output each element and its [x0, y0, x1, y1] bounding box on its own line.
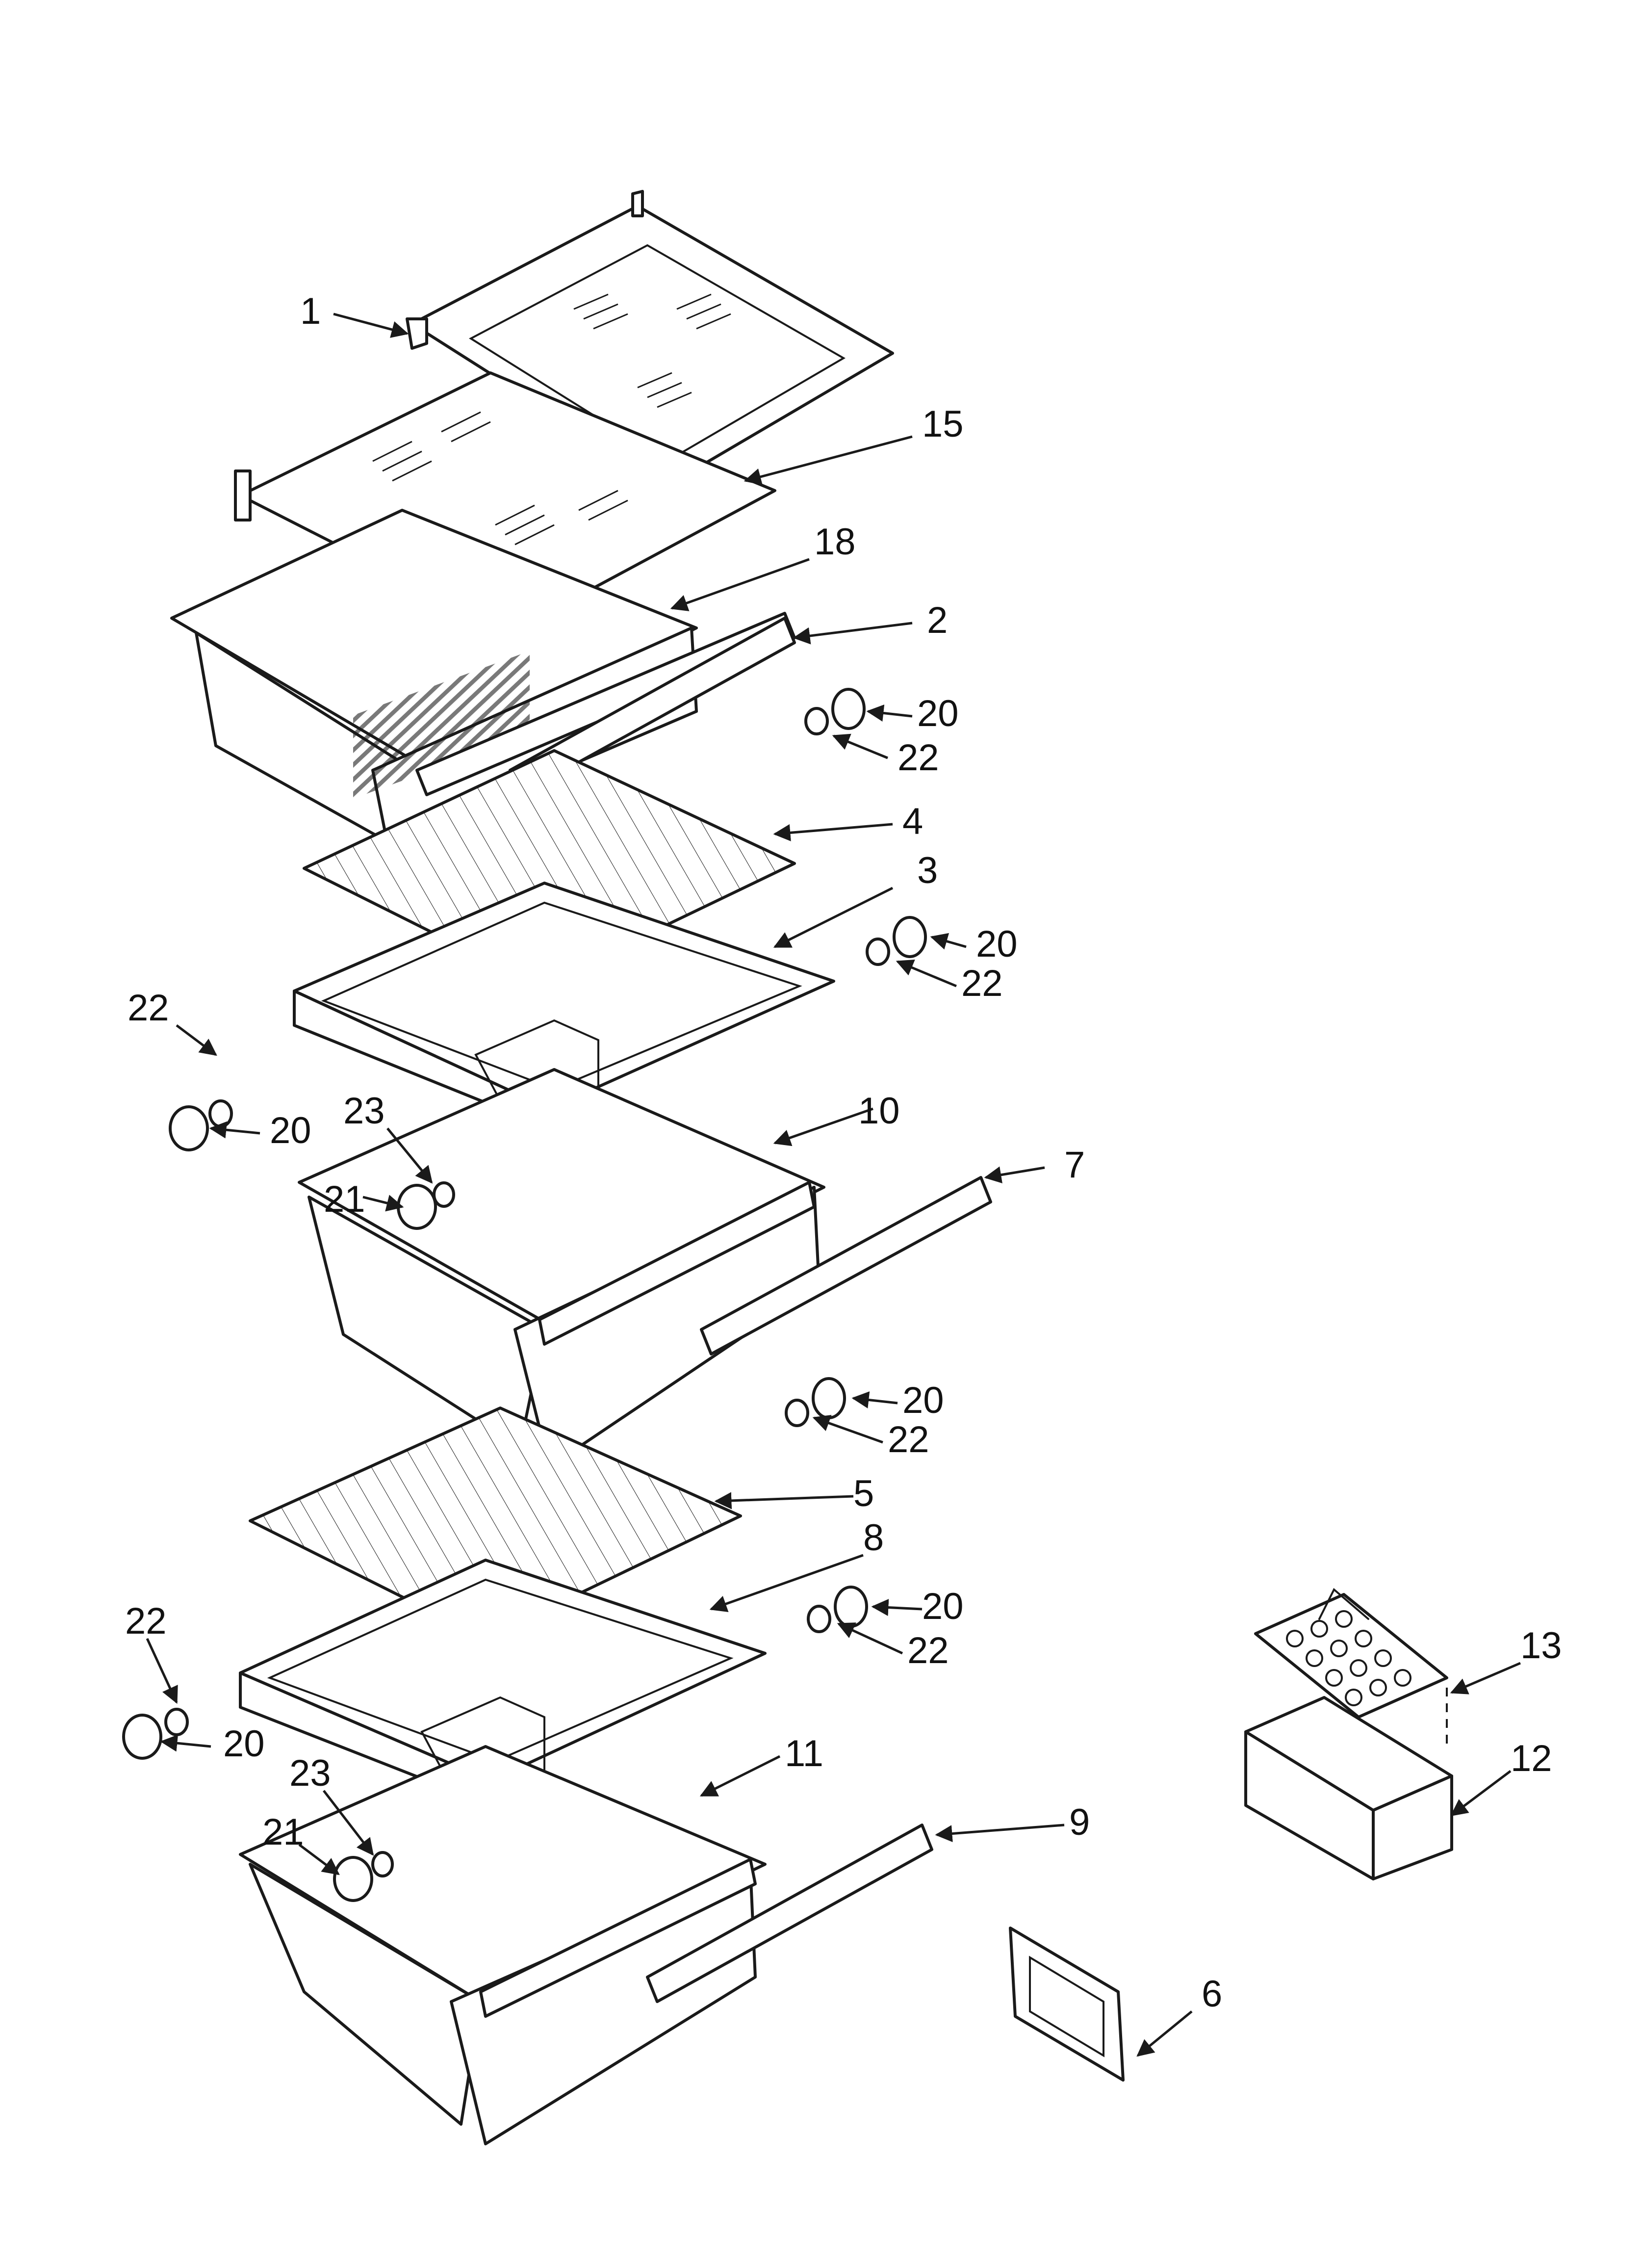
- callout-10: 10: [858, 1090, 900, 1132]
- drawer-handle-part-9: [646, 1824, 933, 2003]
- callout-7: 7: [1064, 1144, 1085, 1186]
- callout-11: 11: [785, 1733, 823, 1774]
- egg-cups: [1286, 1610, 1411, 1706]
- drawer-handle-part-7: [700, 1176, 992, 1356]
- callout-22: 22: [128, 987, 169, 1029]
- roller-lower-right-a: [785, 1377, 846, 1427]
- callout-1: 1: [300, 290, 321, 332]
- callout-6: 6: [1202, 1973, 1222, 2015]
- callout-5: 5: [853, 1473, 874, 1514]
- callout-20: 20: [902, 1380, 944, 1421]
- roller-mid-right-a: [866, 916, 927, 966]
- callout-22: 22: [125, 1600, 167, 1642]
- callout-20: 20: [223, 1723, 265, 1765]
- bottom-drawer-part-11: [239, 1745, 767, 2145]
- roller-lower-left-a: [122, 1708, 189, 1760]
- callout-22: 22: [961, 963, 1003, 1004]
- callout-13: 13: [1520, 1625, 1562, 1667]
- callout-21: 21: [324, 1178, 365, 1220]
- callout-9: 9: [1069, 1801, 1090, 1843]
- callout-22: 22: [898, 737, 939, 779]
- callout-3: 3: [917, 850, 938, 891]
- callout-23: 23: [289, 1752, 331, 1794]
- egg-bin-part-12: [1244, 1688, 1453, 1880]
- callout-4: 4: [902, 801, 923, 842]
- callout-21: 21: [262, 1811, 304, 1853]
- crisper-drawer-upper-part-18: [170, 509, 796, 845]
- crisper-drawer-lower-part-10: [298, 1068, 825, 1468]
- callout-22: 22: [907, 1630, 949, 1671]
- bracket-part-6: [1009, 1927, 1125, 2082]
- roller-mid-left-b: [397, 1181, 455, 1230]
- callout-20: 20: [922, 1586, 964, 1627]
- glass-reflection-marks: [573, 293, 731, 408]
- roller-lower-left-b: [333, 1851, 394, 1902]
- roller-upper-right: [804, 688, 866, 735]
- roller-assemblies: [122, 688, 927, 1902]
- shelf-part-15: [234, 371, 776, 634]
- roller-mid-left-a: [169, 1099, 233, 1151]
- callout-20: 20: [976, 923, 1018, 965]
- callout-15: 15: [922, 403, 964, 445]
- callout-22: 22: [888, 1419, 929, 1460]
- callout-20: 20: [270, 1110, 311, 1151]
- callout-12: 12: [1511, 1738, 1552, 1779]
- egg-tray-part-13: [1254, 1588, 1448, 1719]
- callout-18: 18: [814, 521, 856, 563]
- callout-2: 2: [927, 600, 948, 641]
- callout-leaders: [146, 313, 1521, 2057]
- callout-8: 8: [863, 1517, 884, 1559]
- callout-23: 23: [343, 1090, 385, 1132]
- callout-labels: 1 15 18 2 20 22 4 3 20 22 22 20 23 10 21…: [125, 290, 1562, 2015]
- roller-lower-right-b: [807, 1586, 868, 1633]
- callout-20: 20: [917, 693, 959, 734]
